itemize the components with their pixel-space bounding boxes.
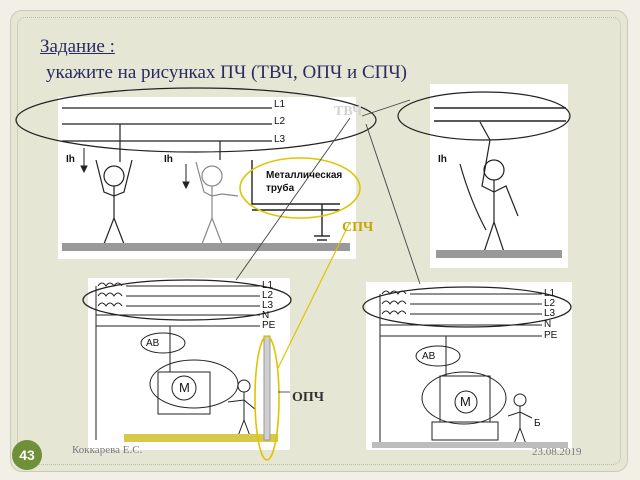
motor-highlight: [421, 371, 507, 425]
breaker-label: АВ: [422, 351, 436, 362]
power-lines-panel1: [62, 107, 272, 162]
author-footer: Коккарева Е.С.: [72, 444, 143, 456]
ground-strip: [372, 442, 568, 448]
motor-label: М: [179, 380, 190, 395]
tvch-label: ТВЧ: [334, 104, 363, 119]
line-label-l3: L3: [262, 300, 274, 311]
metal-column: [263, 335, 271, 441]
line-label-pe: PE: [544, 330, 558, 341]
motor-highlight: [149, 359, 239, 409]
pointer-lines: [235, 99, 421, 285]
ground-strip: [436, 250, 562, 258]
opch-label: ОПЧ: [292, 390, 325, 405]
line-label-l1: L1: [262, 280, 274, 291]
line-label-l1: L1: [274, 99, 286, 110]
line-label-l3: L3: [544, 308, 556, 319]
ground-strip: [124, 434, 278, 442]
line-label-l3: L3: [274, 134, 286, 145]
network-lines-left: [95, 282, 260, 440]
task-heading: Задание :: [40, 36, 115, 57]
breaker-highlight: [415, 345, 461, 367]
spch-ellipse: [239, 157, 361, 219]
slide-number-badge: 43: [12, 440, 42, 470]
person-figure: [95, 159, 133, 245]
breaker-label: АВ: [146, 338, 160, 349]
opch-ellipse: [254, 335, 280, 461]
motor-label: М: [460, 394, 471, 409]
line-label-l2: L2: [262, 290, 274, 301]
ground-strip: [62, 243, 350, 251]
breaker-highlight: [140, 332, 186, 354]
spch-pointer: [277, 221, 351, 369]
metal-pipe: [251, 160, 340, 245]
tvch-ellipse-right: [397, 91, 571, 141]
task-instruction: укажите на рисунках ПЧ (ТВЧ, ОПЧ и СПЧ): [46, 62, 408, 83]
person-figure: [459, 121, 519, 253]
current-arrows: [80, 148, 190, 190]
tvch-ellipse-bottom-right: [362, 286, 572, 328]
line-label-pe: PE: [262, 320, 276, 331]
date-footer: 23.08.2019: [532, 446, 582, 458]
network-lines-right: [379, 290, 542, 446]
current-label: Ih: [438, 154, 447, 165]
line-label-l2: L2: [274, 116, 286, 127]
power-lines-panel2: [434, 107, 566, 122]
person-label: Б: [534, 418, 541, 429]
current-label: Ih: [164, 154, 173, 165]
line-label-l1: L1: [544, 288, 556, 299]
pipe-label-1: Металлическая: [266, 170, 343, 181]
pipe-label-2: труба: [266, 183, 295, 194]
person-figure: [195, 161, 239, 245]
line-label-n: N: [262, 310, 270, 321]
spch-label: СПЧ: [342, 220, 374, 235]
current-label: Ih: [66, 154, 75, 165]
tvch-ellipse-bottom-left: [82, 279, 292, 321]
tvch-ellipse-left: [15, 87, 377, 153]
line-label-l2: L2: [544, 298, 556, 309]
line-label-n: N: [544, 319, 552, 330]
